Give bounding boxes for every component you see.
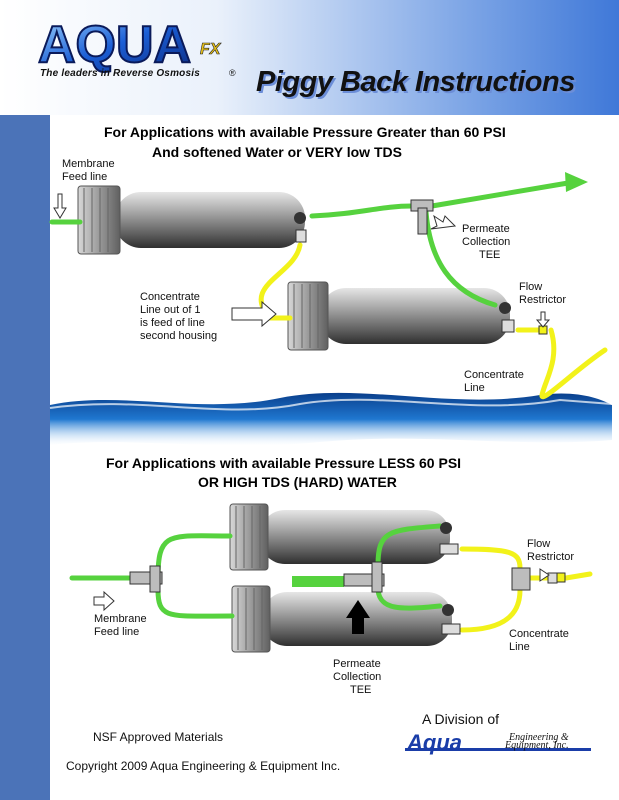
s1-label-concentrate-in-3: is feed of line: [140, 317, 205, 329]
s1-permeate-arrow-icon: [430, 214, 457, 230]
s1-permeate-tee: [410, 199, 434, 235]
s2-housing-bottom: [231, 585, 452, 653]
s1-housing-2: [287, 281, 510, 351]
aquafx-logo: AQUA FX: [37, 15, 222, 74]
company-word: Aqua: [406, 730, 462, 755]
section1-heading-line2: And softened Water or VERY low TDS: [152, 144, 402, 160]
s2-tees: [129, 561, 566, 593]
s1-housing-1: [77, 185, 305, 255]
company-rest-2: Equipment, Inc.: [504, 740, 569, 751]
s1-label-line: Line: [464, 382, 485, 394]
s2-housing-top: [229, 503, 450, 571]
section1-heading-line1: For Applications with available Pressure…: [104, 124, 506, 140]
s2-feed-arrow-icon: [93, 590, 115, 612]
company-rest-1: Engineering &: [508, 732, 569, 743]
s2-flow-arrow-icon: [539, 568, 550, 582]
section2-heading-line1: For Applications with available Pressure…: [106, 455, 462, 471]
s1-label-membrane: Membrane: [62, 158, 115, 170]
s1-permeate-lines: [49, 180, 571, 308]
s2-permeate-up-arrow-icon: [346, 600, 370, 634]
section2-heading-line2: OR HIGH TDS (HARD) WATER: [198, 474, 397, 490]
s2-label-flow: Flow: [527, 538, 551, 550]
s1-label-restrictor: Restrictor: [519, 294, 567, 306]
division-text: A Division of: [422, 711, 500, 727]
s2-label-tee: TEE: [350, 684, 372, 696]
s2-label-collection: Collection: [333, 671, 382, 683]
s1-label-permeate: Permeate: [462, 223, 510, 235]
logo-tagline: The leaders in Reverse Osmosis: [40, 68, 200, 79]
logo-word: AQUA: [38, 16, 191, 74]
s1-label-concentrate-in-2: Line out of 1: [140, 304, 201, 316]
nsf-approved-text: NSF Approved Materials: [93, 730, 224, 744]
s1-concentrate-in-arrow-icon: [231, 300, 277, 328]
registered-mark: ®: [229, 68, 236, 78]
s2-label-concentrate: Concentrate: [509, 628, 569, 640]
left-sidebar-stripe: [0, 115, 50, 800]
s2-label-feed-line: Feed line: [94, 626, 140, 638]
s1-label-collection: Collection: [462, 236, 511, 248]
copyright-text: Copyright 2009 Aqua Engineering & Equipm…: [66, 759, 341, 773]
page-title: Piggy Back Instructions: [256, 66, 575, 98]
s1-label-tee: TEE: [479, 249, 501, 261]
s1-label-flow: Flow: [519, 281, 543, 293]
header-banner: [0, 0, 619, 115]
s1-label-concentrate-out: Concentrate: [464, 369, 524, 381]
aqua-engineering-logo: Aqua Engineering & Equipment, Inc.: [405, 730, 591, 755]
logo-fx: FX: [200, 41, 222, 58]
s2-label-restrictor: Restrictor: [527, 551, 575, 563]
s1-label-concentrate-in-1: Concentrate: [140, 291, 200, 303]
s2-permeate-lines: [69, 523, 443, 619]
s2-label-membrane: Membrane: [94, 613, 147, 625]
s1-label-feed-line: Feed line: [62, 171, 108, 183]
water-splash: [49, 392, 613, 446]
s1-label-concentrate-in-4: second housing: [140, 330, 218, 342]
s2-fittings: [439, 522, 461, 635]
s1-fittings: [294, 212, 548, 335]
s1-flow-arrow-icon: [535, 311, 551, 328]
s2-label-line: Line: [509, 641, 530, 653]
s1-feed-arrow-icon: [53, 193, 67, 219]
s1-permeate-out-arrow: [565, 172, 588, 192]
s2-label-permeate: Permeate: [333, 658, 381, 670]
s2-permeate-out-bar: [292, 576, 344, 587]
